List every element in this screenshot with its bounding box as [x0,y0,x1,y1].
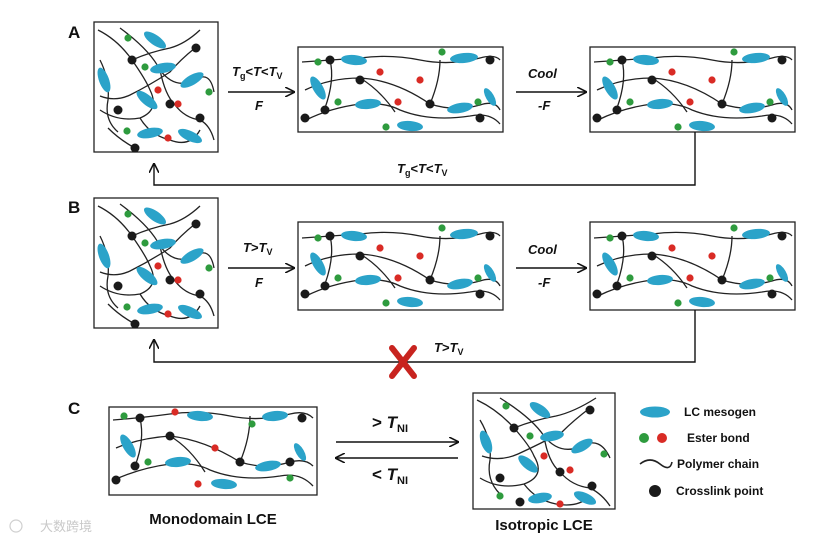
network-box-a1 [93,21,219,153]
label-a-return: Tg<T<TV [397,161,448,178]
label-b-heat: T>TV [243,240,273,257]
label-c-forward: > TNI [372,413,408,435]
caption-monodomain: Monodomain LCE [149,511,277,528]
return-arrow-a [154,132,696,186]
legend-mesogen-label: LC mesogen [684,405,756,419]
label-a-neg-force: -F [538,98,551,113]
watermark: 大数跨境 [9,519,92,535]
legend-ester-red-swatch [657,433,667,443]
panel-label-c: C [68,399,80,418]
legend-mesogen-swatch [640,406,670,418]
legend-chain-label: Polymer chain [677,457,759,471]
watermark-text: 大数跨境 [40,520,92,535]
label-a-force: F [255,98,264,113]
network-box-b3 [589,221,796,311]
label-a-heat: Tg<T<TV [232,64,283,81]
network-box-a2 [297,46,504,133]
panel-label-a: A [68,23,80,42]
legend: LC mesogen Ester bond Polymer chain Cros… [639,405,763,498]
network-box-isotropic [472,392,616,510]
label-b-cool: Cool [528,242,557,257]
network-box-b2 [297,221,504,311]
caption-isotropic: Isotropic LCE [495,517,593,534]
network-box-monodomain [108,406,318,496]
label-b-neg-force: -F [538,275,551,290]
label-a-cool: Cool [528,66,557,81]
network-box-a3 [589,46,796,133]
watermark-logo-icon [9,519,23,533]
legend-ester-label: Ester bond [687,431,750,445]
return-arrow-b [154,310,696,363]
panel-label-b: B [68,198,80,217]
legend-ester-green-swatch [639,433,649,443]
blocked-cross-icon [389,345,417,379]
legend-crosslink-label: Crosslink point [676,484,763,498]
label-b-return: T>TV [434,340,464,357]
network-box-b1 [93,197,219,329]
legend-chain-swatch [639,459,673,469]
label-c-back: < TNI [372,465,408,487]
label-b-force: F [255,275,264,290]
legend-crosslink-swatch [649,485,661,497]
